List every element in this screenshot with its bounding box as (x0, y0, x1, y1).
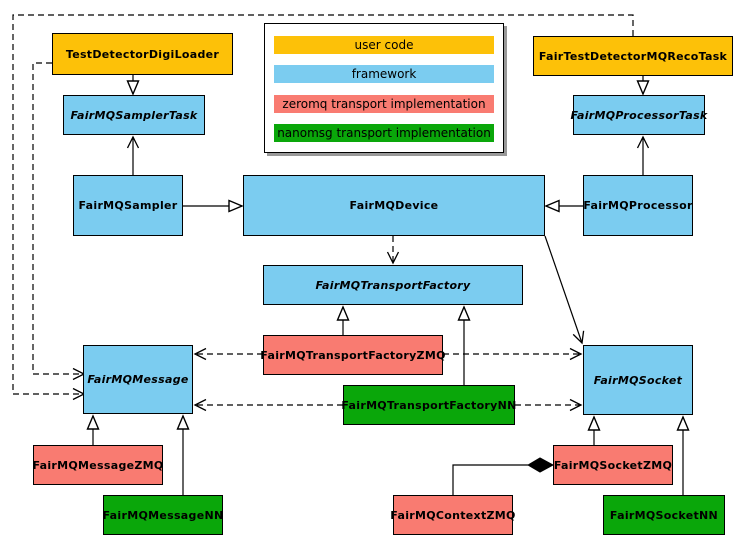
legend: user code framework zeromq transport imp… (264, 23, 504, 153)
edge-composition-contextzmq-socketzmq-line (452, 464, 528, 495)
node-fairmqdevice: FairMQDevice (243, 175, 545, 236)
node-testdetectordigiloader: TestDetectorDigiLoader (52, 33, 233, 75)
legend-item-user-code: user code (274, 36, 494, 54)
legend-item-nanomsg: nanomsg transport implementation (274, 123, 494, 142)
node-fairmqprocessortask: FairMQProcessorTask (570, 95, 707, 135)
node-fairmqtransportfactoryzmq: FairMQTransportFactoryZMQ (260, 335, 445, 375)
node-fairmqmessage: FairMQMessage (83, 345, 193, 414)
node-fairmqsamplertask: FairMQSamplerTask (63, 95, 205, 135)
node-fairtestdetectormqrecotask: FairTestDetectorMQRecoTask (533, 36, 733, 76)
node-fairmqsocket: FairMQSocket (583, 345, 693, 415)
edge-dependency-digiloader-message (32, 62, 86, 381)
node-fairmqcontextzmq: FairMQContextZMQ (390, 495, 515, 535)
node-fairmqsocketnn: FairMQSocketNN (603, 495, 725, 535)
edge-association-device-socket (544, 235, 585, 345)
node-fairmqsampler: FairMQSampler (73, 175, 183, 236)
node-fairmqmessagezmq: FairMQMessageZMQ (32, 445, 163, 485)
composition-diamond (527, 457, 555, 473)
legend-item-framework: framework (274, 65, 494, 84)
node-fairmqtransportfactorynn: FairMQTransportFactoryNN (341, 385, 516, 425)
node-fairmqtransportfactory: FairMQTransportFactory (263, 265, 523, 305)
node-fairmqsocketzmq: FairMQSocketZMQ (553, 445, 673, 485)
node-fairmqprocessor: FairMQProcessor (583, 175, 693, 236)
legend-item-zeromq: zeromq transport implementation (274, 94, 494, 113)
edge-dependency-recotask-message (12, 14, 634, 401)
node-fairmqmessagenn: FairMQMessageNN (103, 495, 223, 535)
